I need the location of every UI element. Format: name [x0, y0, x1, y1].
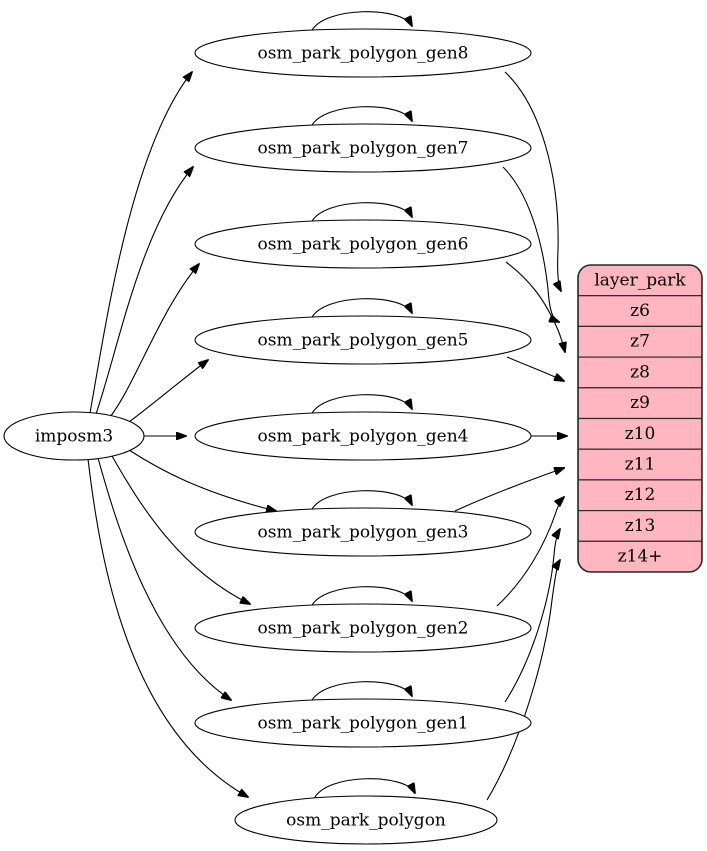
edge-imposm3-to-gen1 — [97, 457, 231, 700]
edge-gen7-to-z7 — [502, 166, 559, 322]
node-gen3[interactable]: osm_park_polygon_gen3 — [194, 490, 532, 557]
edge-imposm3-to-base — [87, 458, 248, 797]
table-row-z7[interactable] — [578, 325, 702, 358]
node-gen2[interactable]: osm_park_polygon_gen2 — [194, 586, 532, 653]
table-row-z10[interactable] — [578, 417, 702, 450]
node-label-gen3: osm_park_polygon_gen3 — [258, 523, 469, 543]
self-loop-gen1 — [310, 681, 412, 703]
node-label-gen4: osm_park_polygon_gen4 — [258, 427, 469, 447]
node-ellipse-imposm3[interactable] — [3, 411, 145, 461]
table-cell-z8: z8 — [630, 362, 650, 382]
node-gen6[interactable]: osm_park_polygon_gen6 — [194, 202, 532, 269]
table-cell-z10: z10 — [625, 424, 656, 444]
edges-from-imposm3 — [87, 72, 276, 797]
node-base[interactable]: osm_park_polygon — [234, 778, 498, 845]
table-row-z13[interactable] — [578, 510, 702, 542]
node-ellipse-gen1[interactable] — [194, 698, 532, 748]
self-loop-gen8 — [310, 11, 412, 33]
node-label-gen7: osm_park_polygon_gen7 — [258, 139, 469, 159]
table-row-z14[interactable] — [578, 540, 702, 572]
node-ellipse-gen8[interactable] — [194, 28, 532, 78]
self-loop-gen3 — [310, 490, 412, 512]
node-label-gen6: osm_park_polygon_gen6 — [258, 235, 469, 255]
edge-imposm3-to-gen3 — [128, 449, 276, 511]
node-label-imposm3: imposm3 — [35, 427, 113, 447]
self-loop-base — [313, 778, 415, 800]
edge-imposm3-to-gen8 — [89, 72, 192, 414]
self-loop-gen5 — [310, 298, 412, 320]
edge-imposm3-to-gen6 — [109, 264, 199, 418]
node-ellipse-gen4[interactable] — [194, 411, 532, 461]
node-ellipse-gen7[interactable] — [194, 123, 532, 173]
self-loop-gen7 — [310, 106, 412, 128]
edges-to-layer-park — [454, 71, 567, 801]
table-header-label: layer_park — [594, 271, 686, 291]
self-loop-gen6 — [310, 202, 412, 224]
edge-gen8-to-z6 — [504, 71, 561, 291]
table-cell-z9: z9 — [630, 393, 650, 413]
edge-base-to-z14 — [486, 560, 560, 801]
table-cell-z6: z6 — [630, 301, 650, 321]
node-label-gen8: osm_park_polygon_gen8 — [258, 44, 469, 64]
node-ellipse-gen3[interactable] — [194, 507, 532, 557]
table-cell-z7: z7 — [630, 332, 650, 352]
table-row-z9[interactable] — [578, 387, 702, 420]
table-row-z12[interactable] — [578, 479, 702, 512]
node-ellipse-gen5[interactable] — [194, 315, 532, 365]
node-label-gen5: osm_park_polygon_gen5 — [258, 331, 469, 351]
edge-gen2-to-z12 — [496, 497, 564, 607]
node-gen7[interactable]: osm_park_polygon_gen7 — [194, 106, 532, 173]
layer-park-table[interactable]: layer_park z6 z7 z8 z9 z10 z11 z12 z13 z… — [577, 264, 703, 573]
edge-gen1-to-z13 — [504, 529, 560, 703]
table-cell-z14: z14+ — [618, 547, 663, 567]
edge-imposm3-to-gen5 — [128, 360, 208, 423]
edge-gen6-to-z8 — [505, 261, 565, 352]
self-loop-gen2 — [310, 586, 412, 608]
node-gen1[interactable]: osm_park_polygon_gen1 — [194, 681, 532, 748]
table-cell-z13: z13 — [625, 516, 656, 536]
node-ellipse-base[interactable] — [234, 795, 498, 845]
polygon-node-group: osm_park_polygon_gen8 osm_park_polygon_g… — [3, 11, 532, 845]
node-label-gen1: osm_park_polygon_gen1 — [258, 714, 469, 734]
node-gen5[interactable]: osm_park_polygon_gen5 — [194, 298, 532, 365]
node-imposm3[interactable]: imposm3 — [3, 411, 145, 461]
edge-gen3-to-z11 — [454, 468, 564, 512]
edge-imposm3-to-gen2 — [111, 455, 250, 604]
node-ellipse-gen2[interactable] — [194, 603, 532, 653]
node-gen4[interactable]: osm_park_polygon_gen4 — [194, 394, 532, 461]
table-border — [577, 264, 703, 573]
table-row-z11[interactable] — [578, 448, 702, 481]
node-gen8[interactable]: osm_park_polygon_gen8 — [194, 11, 532, 78]
table-cell-z11: z11 — [625, 455, 656, 475]
node-ellipse-gen6[interactable] — [194, 219, 532, 269]
table-cell-z12: z12 — [625, 485, 656, 505]
self-loop-gen4 — [310, 394, 412, 416]
node-label-base: osm_park_polygon — [286, 811, 446, 831]
edge-gen5-to-z9 — [506, 356, 564, 381]
node-label-gen2: osm_park_polygon_gen2 — [258, 619, 469, 639]
edge-imposm3-to-gen7 — [95, 167, 193, 415]
